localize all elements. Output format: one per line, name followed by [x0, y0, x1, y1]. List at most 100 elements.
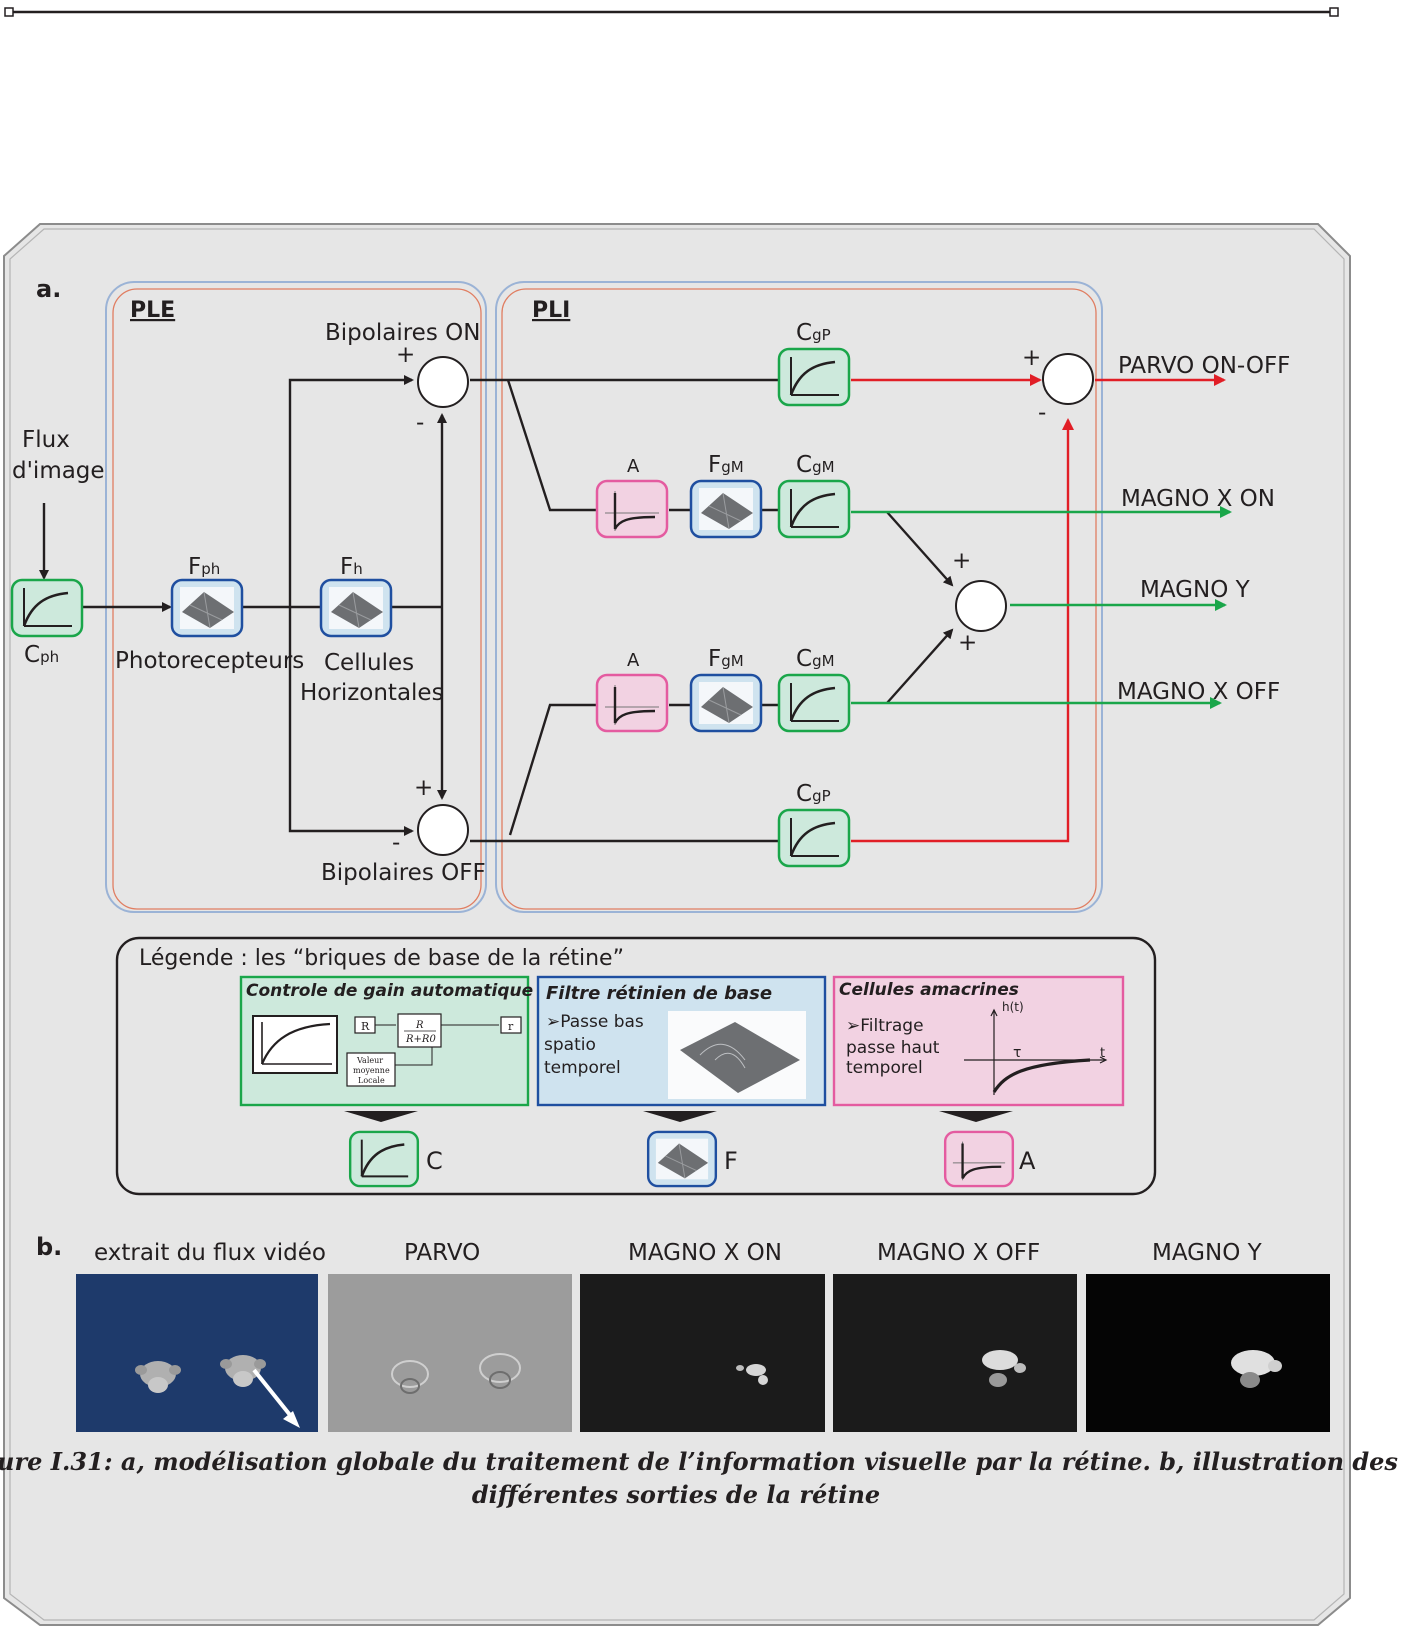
figure-caption-line1: Figure I.31: a, modélisation globale du … — [0, 1447, 1398, 1476]
legend-arrow-filter — [643, 1111, 717, 1122]
output-magno-y: MAGNO Y — [1140, 577, 1251, 603]
legend-f-letter: F — [724, 1147, 738, 1175]
legend-symbol-a — [943, 1130, 1015, 1188]
bipolar-off-label: Bipolaires OFF — [321, 860, 486, 886]
top-rule — [4, 7, 1339, 17]
legend-arrow-gain — [344, 1111, 418, 1122]
video-title-4: MAGNO Y — [1152, 1240, 1263, 1266]
bipolar-on-node — [417, 356, 469, 408]
legend-filter-line1: ➢Passe bas — [546, 1012, 644, 1032]
video-title-3: MAGNO X OFF — [877, 1240, 1040, 1266]
legend-filter-line2: spatio — [544, 1035, 596, 1055]
sign-on-plus: + — [396, 342, 415, 368]
photoreceptors-label: Photorecepteurs — [115, 648, 304, 674]
sign-parvo-plus: + — [1022, 345, 1041, 371]
cgm-top-label: CgM — [796, 452, 835, 478]
legend-gain-valeur-1: Valeur — [356, 1056, 383, 1065]
legend-gain-frac-den: R+R0 — [405, 1034, 436, 1045]
legend-filter-line3: temporel — [544, 1058, 621, 1078]
legend-amacrine-line2: passe haut — [846, 1038, 940, 1058]
legend-filter-title: Filtre rétinien de base — [546, 983, 772, 1004]
fph-block — [170, 578, 244, 638]
magno-wiring — [851, 506, 1232, 709]
video-frame-magno-x-off — [833, 1274, 1077, 1432]
fgm-bottom-block — [689, 673, 763, 733]
video-frame-magno-x-on — [580, 1274, 825, 1432]
ple-title: PLE — [130, 298, 175, 323]
ple-region — [105, 281, 487, 913]
video-frame-parvo — [328, 1274, 572, 1432]
legend-amacrine-line1: ➢Filtrage — [846, 1016, 924, 1036]
cph-label: Cph — [24, 642, 59, 668]
sign-off-minus: - — [392, 830, 400, 856]
cgm-bottom-block — [777, 673, 851, 733]
video-frame-magno-y — [1086, 1274, 1330, 1432]
fh-block — [319, 578, 393, 638]
parvo-sum-node — [1042, 353, 1094, 405]
legend-gain-r: R — [361, 1020, 370, 1033]
legend-symbol-c — [348, 1130, 420, 1188]
fgm-bottom-label: FgM — [708, 646, 744, 672]
black-wiring — [39, 375, 954, 843]
legend-filter-box — [536, 975, 827, 1107]
legend-amacrine-box — [832, 975, 1125, 1107]
cgp-bottom-label: CgP — [796, 781, 831, 807]
video-title-0: extrait du flux vidéo — [94, 1240, 326, 1266]
fgm-top-block — [689, 479, 763, 539]
video-title-1: PARVO — [404, 1240, 480, 1266]
input-label-line2: d'image — [12, 458, 105, 484]
legend-gain-title: Controle de gain automatique — [246, 981, 533, 1001]
cgp-top-label: CgP — [796, 320, 831, 346]
horizontal-cells-line2: Horizontales — [300, 680, 444, 706]
legend-arrow-amacrine — [939, 1111, 1013, 1122]
legend-amacrine-line3: temporel — [846, 1058, 923, 1078]
amacrine-top-label: A — [627, 456, 640, 477]
sign-off-plus: + — [414, 775, 433, 801]
cgp-bottom-block — [777, 808, 851, 868]
legend-tau-label: τ — [1013, 1045, 1021, 1061]
input-label-line1: Flux — [22, 427, 70, 453]
video-title-2: MAGNO X ON — [628, 1240, 782, 1266]
sign-parvo-minus: - — [1038, 400, 1046, 426]
legend-c-letter: C — [426, 1147, 443, 1175]
legend-ht-label: h(t) — [1002, 1000, 1024, 1014]
legend-gain-valeur-2: moyenne — [353, 1066, 390, 1075]
cgm-bottom-label: CgM — [796, 646, 835, 672]
fph-label: Fph — [188, 554, 220, 580]
legend-gain-r-small: r — [508, 1020, 514, 1033]
cph-block — [10, 578, 84, 638]
cgm-top-block — [777, 479, 851, 539]
panel-b-label: b. — [36, 1233, 62, 1261]
pli-title: PLI — [532, 298, 570, 323]
amacrine-bottom-block — [595, 673, 669, 733]
sign-magno-bottom-plus: + — [958, 630, 977, 656]
amacrine-bottom-label: A — [627, 650, 640, 671]
sign-magno-top-plus: + — [952, 548, 971, 574]
legend-gain-frac-num: R — [415, 1020, 424, 1031]
legend-gain-valeur-3: Locale — [358, 1076, 385, 1085]
video-frame-input — [76, 1274, 318, 1432]
horizontal-cells-line1: Cellules — [324, 650, 414, 676]
pli-region — [495, 281, 1103, 913]
legend-amacrine-title: Cellules amacrines — [839, 980, 1019, 1000]
legend-title: Légende : les “briques de base de la rét… — [139, 946, 624, 971]
cgp-top-block — [777, 347, 851, 407]
legend-symbol-f — [646, 1130, 718, 1188]
legend — [115, 936, 1157, 1196]
legend-t-label: t — [1100, 1046, 1105, 1061]
output-magno-x-off: MAGNO X OFF — [1117, 679, 1280, 705]
figure-caption-line2: différentes sorties de la rétine — [472, 1480, 880, 1509]
fh-label: Fh — [340, 554, 363, 580]
parvo-wiring — [851, 374, 1226, 843]
bipolar-on-label: Bipolaires ON — [325, 320, 480, 346]
sign-on-minus: - — [416, 410, 424, 436]
legend-gain-box — [239, 975, 530, 1107]
magno-y-sum-node — [955, 580, 1007, 632]
amacrine-top-block — [595, 479, 669, 539]
fgm-top-label: FgM — [708, 452, 744, 478]
output-parvo: PARVO ON-OFF — [1118, 353, 1290, 379]
legend-a-letter: A — [1019, 1147, 1036, 1175]
bipolar-off-node — [417, 804, 469, 856]
panel-a-label: a. — [36, 275, 61, 303]
